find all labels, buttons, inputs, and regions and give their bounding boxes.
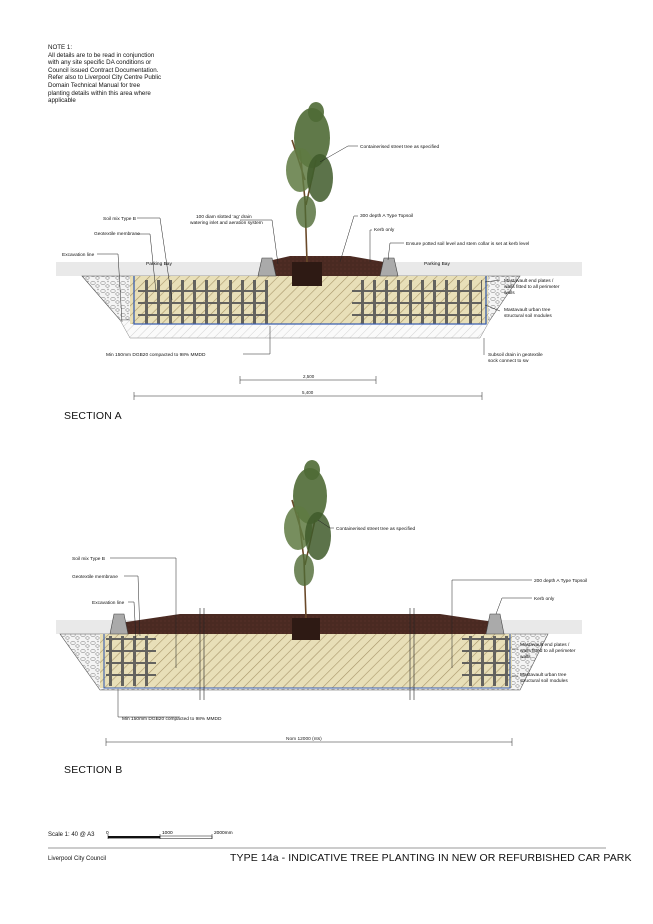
label-drain-a: 100 diam slotted 'ag' drain <box>196 214 252 220</box>
label-membrane-a: Geotextile membrane <box>94 231 140 237</box>
label-topsoil-b: 200 depth A Type Topsoil <box>534 578 587 584</box>
label-modules1-a: Mastavault urban tree <box>504 307 551 313</box>
label-modules1-b: Mastavault urban tree <box>520 672 567 678</box>
kerb-left-a <box>257 257 277 277</box>
dim-inner-a: 2,500 <box>303 374 315 379</box>
label-topsoil-a: 300 depth A Type Topsoil <box>360 213 413 219</box>
label-subsoil1-a: Subsoil drain in geotextile <box>488 352 543 358</box>
scale-tick-0: 0 <box>106 830 109 836</box>
note-line: All details are to be read in conjunctio… <box>48 51 155 59</box>
label-plates2-a: walls fitted to all perimeter <box>504 284 560 290</box>
kerb-right-a <box>379 257 399 277</box>
module-group-left-b <box>106 636 156 686</box>
module-group-right-b <box>462 636 510 686</box>
scale-bar <box>107 834 213 839</box>
note-line: Domain Technical Manual for tree <box>48 81 141 89</box>
section-a-drawing <box>56 102 582 339</box>
label-excavation-b: Excavation line <box>92 600 125 606</box>
drawing-title: TYPE 14a - INDICATIVE TREE PLANTING IN N… <box>230 852 632 864</box>
label-modules2-b: structural soil modules <box>520 678 568 684</box>
label-kerb-b: Kerb only <box>534 596 555 602</box>
label-tree-a: Containerised street tree as specified <box>360 144 440 150</box>
note-line: applicable <box>48 97 76 105</box>
label-collar-a: Ensure potted soil level and stem collar… <box>406 241 529 247</box>
kerb-left-b <box>109 613 129 635</box>
label-drain2-a: watering inlet and aeration system <box>190 220 263 226</box>
section-b-drawing <box>56 460 582 700</box>
labels-b: Containerised street tree as specified S… <box>72 526 587 722</box>
label-plates1-b: Mastavault end plates / <box>520 642 570 648</box>
membrane-line-a <box>133 276 487 325</box>
root-ball-a <box>292 262 322 286</box>
scale-tick-1000: 1000 <box>162 830 173 836</box>
soil-mix-b <box>100 634 512 688</box>
note-line: with any site specific DA conditions or <box>48 59 152 67</box>
dimensions-b <box>105 738 513 746</box>
dim-b: Nom 12000 (nts) <box>286 736 322 742</box>
topsoil-a <box>264 256 384 276</box>
note-line: Council issued Contract Documentation. <box>48 66 159 74</box>
label-subsoil2-a: sock connect to sw <box>488 358 529 364</box>
leaders-b <box>110 519 532 718</box>
dim-outer-a: 5,400 <box>302 390 314 395</box>
module-group-right-a <box>352 280 482 324</box>
label-bay-right-a: Parking Bay <box>424 261 450 267</box>
label-modules2-a: structural soil modules <box>504 313 552 319</box>
label-plates2-b: walls fitted to all perimeter <box>520 648 576 654</box>
label-tree-b: Containerised street tree as specified <box>336 526 416 532</box>
tree-b <box>284 460 331 619</box>
note-line: planting details within this area where <box>48 89 151 97</box>
label-excavation-a: Excavation line <box>62 252 95 258</box>
dimensions-a <box>133 376 483 400</box>
section-a-title: SECTION A <box>64 410 122 422</box>
label-kerb-a: Kerb only <box>374 227 395 233</box>
note-line: Refer also to Liverpool City Centre Publ… <box>48 74 162 82</box>
kerb-right-b <box>485 613 505 635</box>
scale-tick-2000: 2000mm <box>214 830 233 836</box>
section-b-title: SECTION B <box>64 764 123 776</box>
scale-text: Scale 1: 40 @ A3 <box>48 832 95 838</box>
root-ball-b <box>292 618 320 640</box>
labels-a: Containerised street tree as specified S… <box>62 144 560 364</box>
label-bay-left-a: Parking Bay <box>146 261 172 267</box>
label-plates1-a: Mastavault end plates / <box>504 278 554 284</box>
label-soil-mix-b: Soil mix Type B <box>72 556 105 562</box>
label-plates3-b: walls <box>520 654 531 660</box>
label-dgb-b: Min 150mm DGB20 compacted to 98% MMDD <box>122 716 222 722</box>
membrane-line-b <box>103 634 511 689</box>
note-line: NOTE 1: <box>48 44 73 51</box>
tree-a <box>286 102 333 263</box>
label-plates3-a: walls <box>504 290 515 296</box>
label-membrane-b: Geotextile membrane <box>72 574 118 580</box>
council-name: Liverpool City Council <box>48 856 107 862</box>
general-note: NOTE 1: All details are to be read in co… <box>48 44 198 105</box>
label-soil-mix-a: Soil mix Type B <box>103 216 136 222</box>
leaders-a <box>97 145 501 355</box>
label-dgb-a: Min 150mm DGB20 compacted to 98% MMDD <box>106 352 206 358</box>
module-group-left-a <box>138 280 268 324</box>
